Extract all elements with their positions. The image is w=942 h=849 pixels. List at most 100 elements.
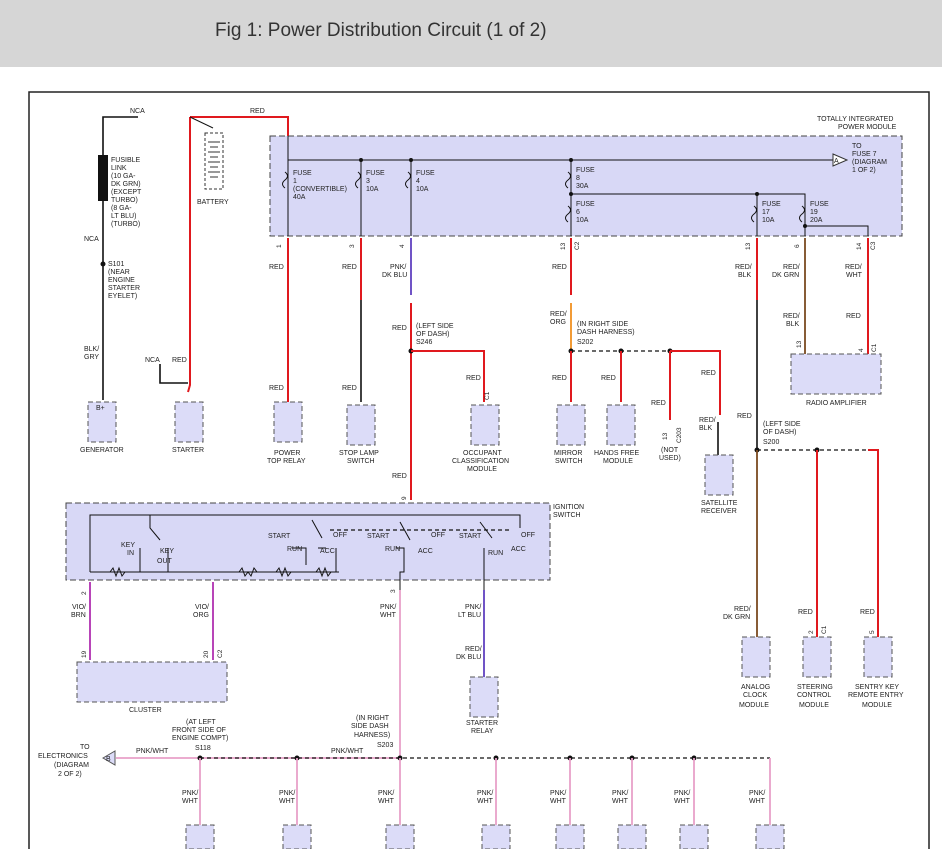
svg-text:OUT: OUT xyxy=(157,558,173,565)
svg-text:FUSE: FUSE xyxy=(810,201,829,208)
svg-text:(IN RIGHT SIDE: (IN RIGHT SIDE xyxy=(577,321,629,328)
svg-text:3: 3 xyxy=(349,244,356,248)
svg-text:13: 13 xyxy=(560,242,567,250)
wire-label-red-2: RED xyxy=(269,385,284,392)
steering-control-label: STEERING CONTROL MODULE xyxy=(797,684,833,709)
not-used-1: (NOT xyxy=(661,447,679,454)
svg-text:C2: C2 xyxy=(574,241,581,250)
svg-text:PNK/: PNK/ xyxy=(550,790,566,797)
s202-label: (IN RIGHT SIDE DASH HARNESS) S202 xyxy=(577,321,635,346)
connector-b-arrow xyxy=(102,750,116,766)
ignition-position-labels: START RUN ACC OFF START RUN ACC OFF STAR… xyxy=(268,532,535,557)
stop-lamp-label-1: STOP LAMP xyxy=(339,450,379,457)
svg-text:PNK/: PNK/ xyxy=(378,790,394,797)
battery-symbol xyxy=(204,132,224,190)
power-top-relay-box xyxy=(273,401,303,443)
red-top-label: RED xyxy=(250,108,265,115)
wire-label-vio-brn-1: VIO/ xyxy=(72,604,86,611)
figure-title: Fig 1: Power Distribution Circuit (1 of … xyxy=(215,20,547,41)
wire-label-red-dkblu-2: DK BLU xyxy=(456,654,481,661)
satellite-label-2: RECEIVER xyxy=(701,508,737,515)
occupant-class-box xyxy=(470,404,500,446)
starter-relay-label-1: STARTER xyxy=(466,720,498,727)
wire-label-red-blk-3: RED/ xyxy=(735,264,752,271)
tipm-box xyxy=(269,135,903,237)
sentry-pin-5: 5 xyxy=(869,630,876,634)
wire-label-red-wht-2: WHT xyxy=(846,272,863,279)
tipm-label-2: POWER MODULE xyxy=(838,124,897,131)
svg-text:1: 1 xyxy=(293,178,297,185)
radio-pin-13: 13 xyxy=(796,340,803,348)
svg-text:OCCUPANT: OCCUPANT xyxy=(463,450,502,457)
svg-text:8: 8 xyxy=(576,175,580,182)
generator-box xyxy=(87,401,117,443)
radio-pin-4: 4 xyxy=(858,348,865,352)
battery-plates xyxy=(208,141,220,178)
svg-text:FUSE 7: FUSE 7 xyxy=(852,151,877,158)
not-used-2: USED) xyxy=(659,455,681,462)
ignition-pin-9: 9 xyxy=(401,496,408,500)
svg-text:PNK/: PNK/ xyxy=(477,790,493,797)
wire-label-red-9: RED xyxy=(552,375,567,382)
wire-label-pnk-ltblu-2: LT BLU xyxy=(458,612,481,619)
svg-text:ENGINE: ENGINE xyxy=(108,277,135,284)
figure-header: Fig 1: Power Distribution Circuit (1 of … xyxy=(0,0,942,67)
wire-label-red-15: RED xyxy=(798,609,813,616)
blk-gry-label-1: BLK/ xyxy=(84,346,99,353)
wire-label-red-dkgrn-2: DK GRN xyxy=(772,272,799,279)
svg-text:STEERING: STEERING xyxy=(797,684,833,691)
svg-text:4: 4 xyxy=(399,244,406,248)
wire-label-red-wht-1: RED/ xyxy=(845,264,862,271)
svg-text:FRONT SIDE OF: FRONT SIDE OF xyxy=(172,727,226,734)
svg-text:KEY: KEY xyxy=(160,548,174,555)
starter-relay-box xyxy=(469,676,499,718)
nca-wire-mid xyxy=(159,364,188,384)
cluster-pin-2: 2 xyxy=(81,591,88,595)
svg-text:10A: 10A xyxy=(576,217,589,224)
svg-text:30A: 30A xyxy=(576,183,589,190)
radio-amplifier-label: RADIO AMPLIFIER xyxy=(806,400,867,407)
svg-text:ANALOG: ANALOG xyxy=(741,684,770,691)
svg-text:10A: 10A xyxy=(366,186,379,193)
svg-text:1: 1 xyxy=(276,244,283,248)
svg-text:CONTROL: CONTROL xyxy=(797,692,831,699)
svg-text:OF DASH): OF DASH) xyxy=(763,429,796,436)
bottom-component-stubs xyxy=(185,824,785,849)
wire-label-red-blk-2: BLK xyxy=(699,425,713,432)
svg-text:TURBO): TURBO) xyxy=(111,197,138,204)
wire-label-red-dkblu-1: RED/ xyxy=(465,646,482,653)
svg-text:REMOTE ENTRY: REMOTE ENTRY xyxy=(848,692,904,699)
to-fuse7-label: TO FUSE 7 (DIAGRAM 1 OF 2) xyxy=(852,143,887,174)
key-switch xyxy=(139,515,169,572)
svg-text:3: 3 xyxy=(366,178,370,185)
svg-text:S101: S101 xyxy=(108,261,124,268)
svg-text:SIDE DASH: SIDE DASH xyxy=(351,723,389,730)
svg-text:FUSE: FUSE xyxy=(366,170,385,177)
battery-label: BATTERY xyxy=(197,199,229,206)
svg-text:6: 6 xyxy=(794,244,801,248)
svg-text:START: START xyxy=(459,533,482,540)
svg-text:DK GRN): DK GRN) xyxy=(111,181,141,188)
wire-label-red-1: RED xyxy=(269,264,284,271)
svg-text:WHT: WHT xyxy=(279,798,296,805)
tipm-pin-labels: 1 3 4 13 C2 13 6 14 C3 xyxy=(276,241,877,250)
fusible-link xyxy=(98,155,108,201)
svg-text:WHT: WHT xyxy=(550,798,567,805)
svg-text:ACC: ACC xyxy=(418,548,433,555)
wire-label-pnk-dkblu-2: DK BLU xyxy=(382,272,407,279)
wire-label-pnk-ltblu-1: PNK/ xyxy=(465,604,481,611)
svg-text:WHT: WHT xyxy=(674,798,691,805)
diagram-frame xyxy=(28,91,930,849)
svg-text:ACC: ACC xyxy=(511,546,526,553)
wire-label-red-6: RED xyxy=(466,375,481,382)
hands-free-label-2: MODULE xyxy=(603,458,633,465)
svg-text:RUN: RUN xyxy=(385,546,400,553)
svg-text:TO: TO xyxy=(852,143,862,150)
s203-label: (IN RIGHT SIDE DASH HARNESS) S203 xyxy=(351,715,393,749)
steering-pin-c1: C1 xyxy=(821,625,828,634)
connector-b: B xyxy=(106,756,111,763)
sentry-key-box xyxy=(863,636,893,678)
svg-text:STARTER: STARTER xyxy=(108,285,140,292)
steering-control-box xyxy=(802,636,832,678)
svg-text:ACC: ACC xyxy=(320,548,335,555)
